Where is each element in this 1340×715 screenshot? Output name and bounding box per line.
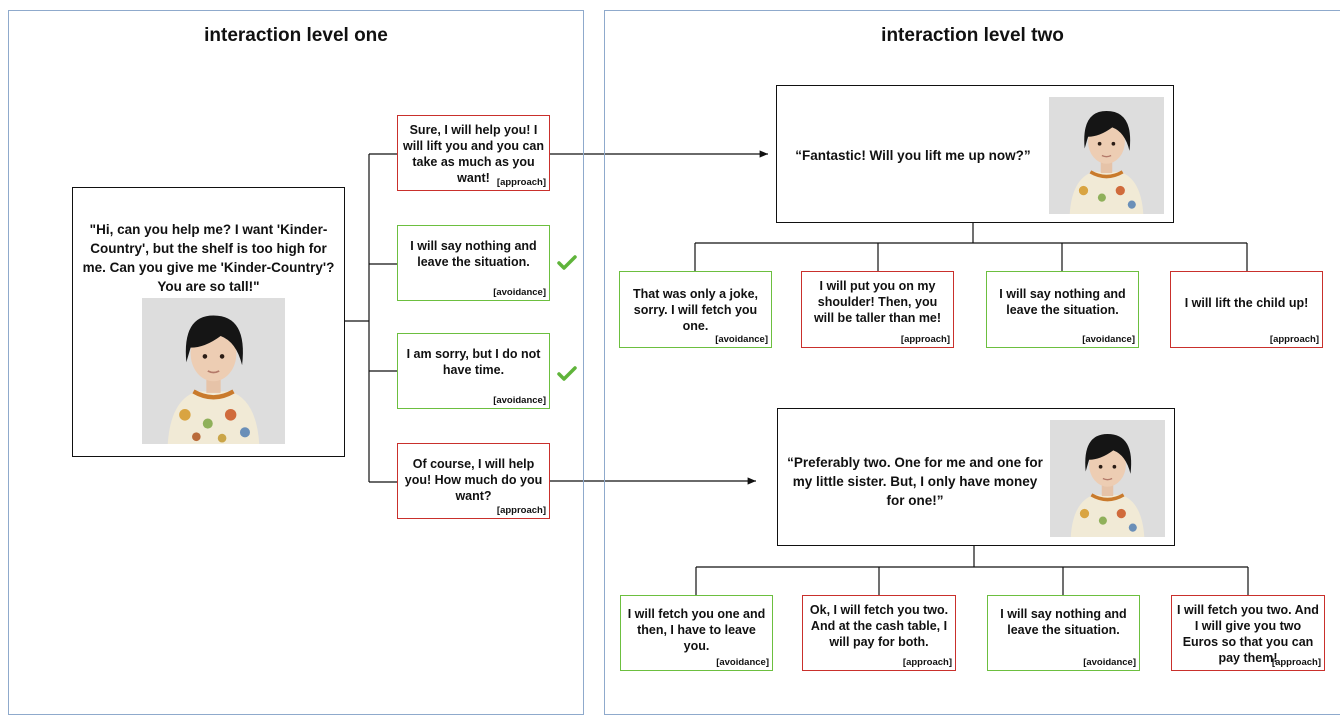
child-speech-text: "Hi, can you help me? I want 'Kinder-Cou…: [82, 222, 335, 294]
option-tag: [avoidance]: [716, 657, 769, 668]
option-tag: [avoidance]: [493, 395, 546, 406]
scenario-b-speech-text: “Preferably two. One for me and one for …: [787, 455, 1043, 508]
scenario-a-option-3[interactable]: I will say nothing and leave the situati…: [986, 271, 1139, 348]
child-avatar-image: [1049, 97, 1164, 214]
level-one-option-1[interactable]: Sure, I will help you! I will lift you a…: [397, 115, 550, 191]
child-avatar-image: [1050, 420, 1165, 537]
scenario-a-speech-text: “Fantastic! Will you lift me up now?”: [795, 148, 1031, 163]
check-mark-icon: [557, 366, 577, 381]
option-text: Of course, I will help you! How much do …: [404, 457, 543, 503]
scenario-a-speech-box: “Fantastic! Will you lift me up now?”: [776, 85, 1174, 223]
option-text: I will say nothing and leave the situati…: [410, 239, 537, 269]
child-avatar-image: [142, 298, 285, 444]
level-one-title: interaction level one: [204, 25, 388, 46]
option-text: I will say nothing and leave the situati…: [1000, 607, 1127, 637]
scenario-a-option-4[interactable]: I will lift the child up! [approach]: [1170, 271, 1323, 348]
scenario-b-option-3[interactable]: I will say nothing and leave the situati…: [987, 595, 1140, 671]
option-tag: [approach]: [1271, 657, 1321, 668]
child-speech-box: "Hi, can you help me? I want 'Kinder-Cou…: [72, 187, 345, 457]
option-tag: [avoidance]: [715, 334, 768, 345]
option-text: That was only a joke, sorry. I will fetc…: [632, 287, 759, 333]
option-tag: [approach]: [900, 334, 950, 345]
option-text: I will lift the child up!: [1184, 296, 1309, 310]
level-two-title: interaction level two: [881, 25, 1064, 46]
option-tag: [avoidance]: [1083, 657, 1136, 668]
option-tag: [approach]: [1269, 334, 1319, 345]
level-one-option-4[interactable]: Of course, I will help you! How much do …: [397, 443, 550, 519]
level-one-option-2[interactable]: I will say nothing and leave the situati…: [397, 225, 550, 301]
option-text: I will say nothing and leave the situati…: [999, 287, 1126, 317]
option-text: I will fetch you two. And I will give yo…: [1177, 603, 1319, 665]
option-tag: [approach]: [902, 657, 952, 668]
option-tag: [avoidance]: [493, 287, 546, 298]
option-text: Sure, I will help you! I will lift you a…: [403, 123, 544, 185]
scenario-b-option-4[interactable]: I will fetch you two. And I will give yo…: [1171, 595, 1325, 671]
scenario-a-option-2[interactable]: I will put you on my shoulder! Then, you…: [801, 271, 954, 348]
scenario-b-speech-box: “Preferably two. One for me and one for …: [777, 408, 1175, 546]
scenario-b-option-1[interactable]: I will fetch you one and then, I have to…: [620, 595, 773, 671]
scenario-a-option-1[interactable]: That was only a joke, sorry. I will fetc…: [619, 271, 772, 348]
option-text: I am sorry, but I do not have time.: [406, 347, 541, 377]
option-tag: [approach]: [496, 505, 546, 516]
scenario-b-option-2[interactable]: Ok, I will fetch you two. And at the cas…: [802, 595, 956, 671]
option-text: I will fetch you one and then, I have to…: [627, 607, 766, 653]
option-text: I will put you on my shoulder! Then, you…: [813, 279, 942, 325]
option-tag: [approach]: [496, 177, 546, 188]
option-tag: [avoidance]: [1082, 334, 1135, 345]
check-mark-icon: [557, 255, 577, 270]
option-text: Ok, I will fetch you two. And at the cas…: [809, 603, 949, 649]
level-one-option-3[interactable]: I am sorry, but I do not have time. [avo…: [397, 333, 550, 409]
